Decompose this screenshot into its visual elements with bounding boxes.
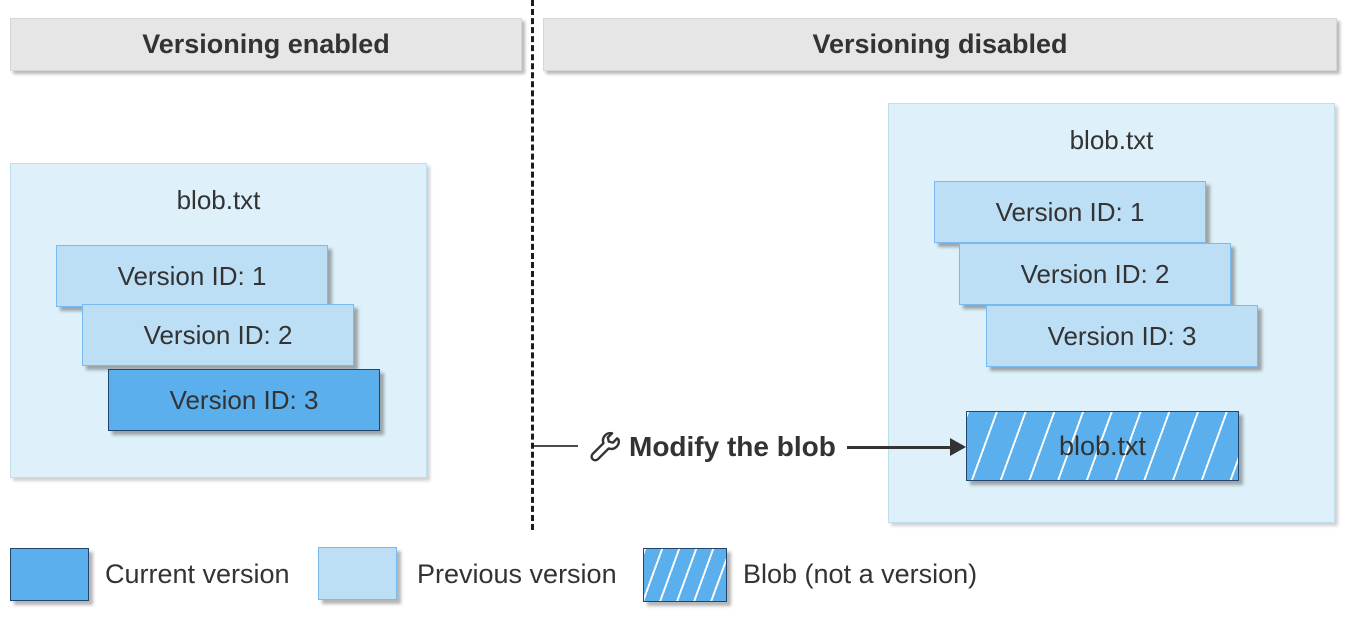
version-box-3-label: Version ID: 3 [1047,320,1197,351]
dashed-divider-line [531,0,534,530]
legend-label-blob-not-a-version: Blob (not a version) [743,559,978,589]
version-box-1-label: Version ID: 1 [117,260,267,291]
legend-swatch-blob-not-a-version [643,548,727,602]
version-box-2-disabled: Version ID: 2 [959,243,1231,305]
version-box-2-label: Version ID: 2 [1020,258,1170,289]
version-box-3-disabled: Version ID: 3 [986,305,1258,367]
version-box-2-label: Version ID: 2 [143,319,293,350]
version-box-2-enabled: Version ID: 2 [82,304,354,366]
divider-connector-line [534,445,578,447]
legend-label-previous-version: Previous version [417,559,617,589]
legend-swatch-current-version [10,548,89,601]
blob-title-disabled: blob.txt [1069,125,1154,155]
legend-swatch-previous-version [318,547,397,600]
header-versioning-enabled-label: Versioning enabled [142,29,390,59]
version-box-1-enabled: Version ID: 1 [56,245,328,307]
header-versioning-disabled-label: Versioning disabled [812,29,1068,59]
version-box-1-label: Version ID: 1 [995,196,1145,227]
legend-label-current-version: Current version [105,559,290,589]
version-box-1-disabled: Version ID: 1 [934,181,1206,243]
blob-container-disabled: blob.txt Version ID: 1 Version ID: 2 Ver… [888,103,1335,523]
modified-blob-box: blob.txt [966,411,1239,481]
arrow-to-blob-head [950,438,966,456]
current-version-box-enabled: Version ID: 3 [108,369,380,431]
blob-container-enabled: blob.txt Version ID: 1 Version ID: 2 Ver… [10,163,427,478]
version-box-3-label: Version ID: 3 [169,384,319,415]
header-versioning-disabled: Versioning disabled [543,18,1337,71]
wrench-icon [590,431,620,462]
header-versioning-enabled: Versioning enabled [10,18,522,71]
blob-title-enabled: blob.txt [176,185,261,215]
modify-the-blob-label: Modify the blob [629,431,836,462]
modified-blob-label: blob.txt [1058,430,1147,461]
arrow-to-blob-line [847,446,957,449]
